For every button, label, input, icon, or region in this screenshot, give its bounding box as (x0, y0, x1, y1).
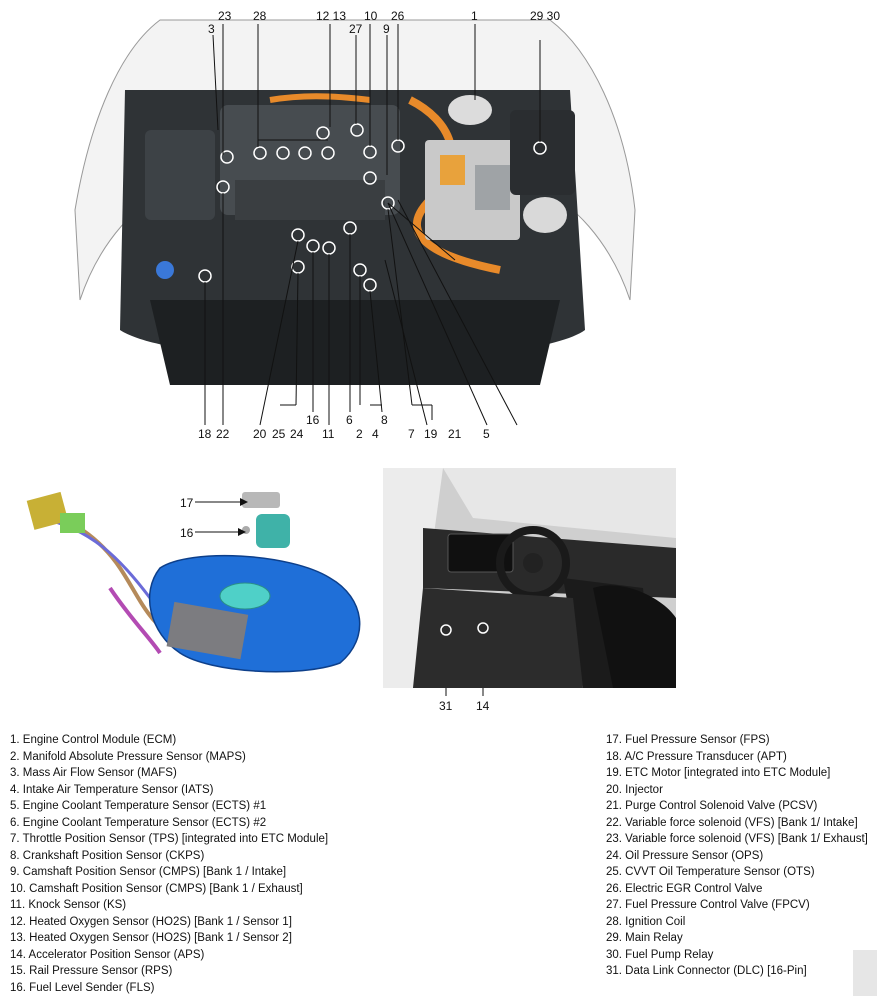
callout-16: 16 (306, 413, 320, 427)
tank-callout-16: 16 (180, 526, 194, 540)
legend-item-29: 29. Main Relay (606, 932, 683, 944)
leader-lines (204, 24, 541, 426)
callout-1: 1 (471, 9, 478, 23)
dlc-marker (440, 624, 452, 636)
callout-29-30: 29 30 (530, 9, 560, 23)
callout-9: 9 (383, 22, 390, 36)
legend-item-11: 11. Knock Sensor (KS) (10, 899, 127, 911)
callout-23: 23 (218, 9, 232, 23)
legend-item-4: 4. Intake Air Temperature Sensor (IATS) (10, 783, 214, 796)
legend-item-24: 24. Oil Pressure Sensor (OPS) (606, 849, 764, 862)
callout-20: 20 (253, 427, 267, 441)
callout-18: 18 (198, 427, 212, 441)
cabin-callout-31: 31 (439, 699, 453, 713)
callout-4: 4 (372, 427, 379, 441)
legend-item-20: 20. Injector (606, 783, 663, 796)
legend-item-17: 17. Fuel Pressure Sensor (FPS) (606, 734, 770, 746)
callout-21: 21 (448, 427, 462, 441)
legend-item-6: 6. Engine Coolant Temperature Sensor (EC… (10, 816, 267, 829)
callout-27: 27 (349, 22, 363, 36)
legend-item-8: 8. Crankshaft Position Sensor (CKPS) (10, 849, 205, 862)
legend-item-23: 23. Variable force solenoid (VFS) [Bank … (606, 833, 868, 845)
legend-item-13: 13. Heated Oxygen Sensor (HO2S) [Bank 1 … (10, 932, 292, 944)
legend-item-2: 2. Manifold Absolute Pressure Sensor (MA… (10, 750, 246, 763)
legend-item-31: 31. Data Link Connector (DLC) [16-Pin] (606, 965, 807, 977)
legend-item-22: 22. Variable force solenoid (VFS) [Bank … (606, 816, 858, 829)
cabin-callout-14: 14 (476, 699, 490, 713)
fuel-tank-illustration: 17 16 (10, 478, 380, 683)
callout-5: 5 (483, 427, 490, 441)
legend-right: 17. Fuel Pressure Sensor (FPS) 18. A/C P… (606, 732, 881, 980)
legend-item-7: 7. Throttle Position Sensor (TPS) [integ… (10, 833, 329, 845)
legend-item-28: 28. Ignition Coil (606, 915, 686, 928)
legend-item-21: 21. Purge Control Solenoid Valve (PCSV) (606, 800, 818, 812)
legend-item-27: 27. Fuel Pressure Control Valve (FPCV) (606, 899, 810, 911)
legend-item-3: 3. Mass Air Flow Sensor (MAFS) (10, 767, 177, 779)
callout-22: 22 (216, 427, 230, 441)
aps-marker (477, 622, 489, 634)
legend-item-19: 19. ETC Motor [integrated into ETC Modul… (606, 767, 831, 779)
callout-7: 7 (408, 427, 415, 441)
page-corner-tab (853, 950, 877, 996)
legend-item-18: 18. A/C Pressure Transducer (APT) (606, 750, 787, 763)
cabin-svg (383, 468, 676, 688)
legend-item-16: 16. Fuel Level Sender (FLS) (10, 981, 155, 994)
cabin-callouts: 31 14 (439, 688, 490, 713)
legend-item-5: 5. Engine Coolant Temperature Sensor (EC… (10, 800, 267, 812)
legend-item-15: 15. Rail Pressure Sensor (RPS) (10, 965, 173, 977)
callout-26: 26 (391, 9, 405, 23)
fuel-level-sender-part (256, 514, 290, 548)
legend-item-26: 26. Electric EGR Control Valve (606, 882, 763, 895)
fuel-pressure-sensor-part (242, 492, 280, 508)
legend-item-30: 30. Fuel Pump Relay (606, 948, 714, 961)
callout-19: 19 (424, 427, 438, 441)
legend-left: 1. Engine Control Module (ECM) 2. Manifo… (10, 732, 570, 996)
legend-item-1: 1. Engine Control Module (ECM) (10, 734, 177, 746)
legend-item-14: 14. Accelerator Position Sensor (APS) (10, 948, 205, 961)
callout-28: 28 (253, 9, 267, 23)
callout-25: 25 (272, 427, 286, 441)
callout-11: 11 (322, 427, 335, 441)
legend-item-9: 9. Camshaft Position Sensor (CMPS) [Bank… (10, 866, 287, 878)
engine-bay-svg: 23 28 12 13 10 26 1 29 30 3 27 9 18 22 2… (74, 9, 636, 441)
legend-item-12: 12. Heated Oxygen Sensor (HO2S) [Bank 1 … (10, 915, 292, 928)
callout-6: 6 (346, 413, 353, 427)
callout-8: 8 (381, 413, 388, 427)
cabin-illustration (383, 468, 676, 688)
callout-3: 3 (208, 22, 215, 36)
fuel-tank-svg: 17 16 (26, 491, 361, 673)
legend-item-10: 10. Camshaft Position Sensor (CMPS) [Ban… (10, 882, 303, 895)
callout-10: 10 (364, 9, 378, 23)
callout-12-13: 12 13 (316, 9, 346, 23)
tank-callout-17: 17 (180, 496, 194, 510)
legend-item-25: 25. CVVT Oil Temperature Sensor (OTS) (606, 866, 815, 878)
callout-24: 24 (290, 427, 304, 441)
engine-bay-illustration: 23 28 12 13 10 26 1 29 30 3 27 9 18 22 2… (70, 0, 640, 450)
callout-2: 2 (356, 427, 363, 441)
